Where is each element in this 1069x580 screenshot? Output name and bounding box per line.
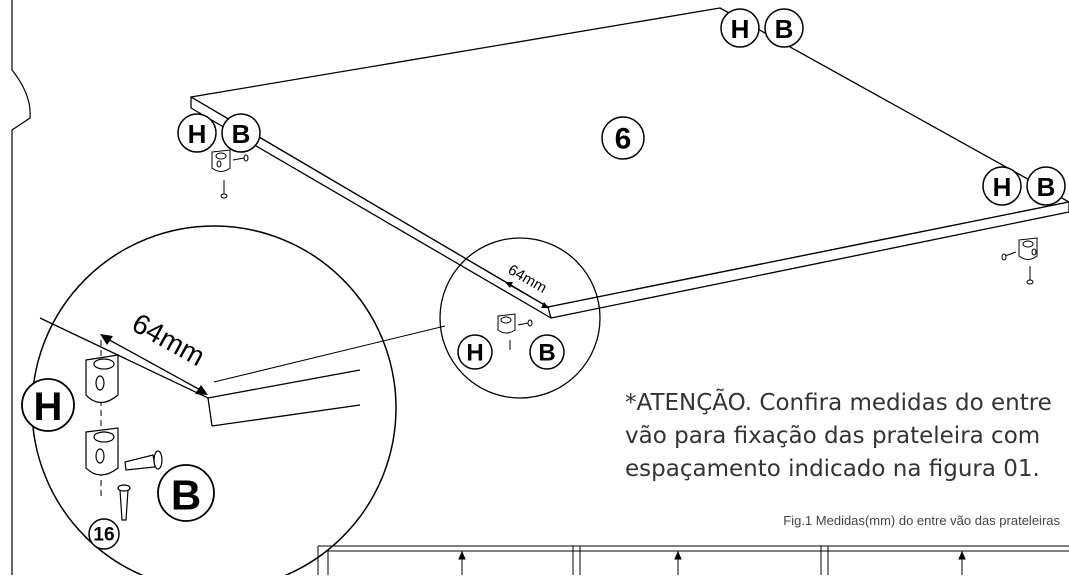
hb-label-top: H B [720, 8, 804, 48]
panel-number: 6 [615, 123, 632, 156]
bracket-label: H [993, 172, 1012, 202]
screw-label-large: B [171, 472, 201, 519]
screw-count-label: 16 [93, 525, 114, 546]
shelf-panel [190, 7, 1069, 319]
attention-note: *ATENÇÃO. Confira medidas do entre vão p… [625, 390, 1052, 482]
screw-label: B [538, 340, 555, 367]
bracket-label: H [466, 340, 483, 367]
hb-label-right: H B [982, 166, 1066, 206]
bracket-label: H [731, 14, 750, 44]
hb-label-left: H B [177, 113, 261, 153]
bracket-label-large: H [34, 385, 63, 429]
page-edge-line [11, 0, 31, 575]
screw-detail-icon [117, 450, 163, 521]
bracket-screw-icon-left [211, 149, 249, 199]
figure-caption: Fig.1 Medidas(mm) do entre vão das prate… [783, 513, 1060, 528]
screw-label: B [232, 119, 251, 149]
screw-label: B [775, 14, 794, 44]
figure-01-frame [317, 545, 1069, 575]
callout-connector [213, 325, 446, 383]
bracket-screw-icon-right [1001, 237, 1038, 285]
detail-circle-large: 64mm H B 16 [21, 225, 397, 580]
panel-number-badge: 6 [601, 116, 645, 160]
bracket-label: H [188, 119, 207, 149]
screw-label: B [1037, 172, 1056, 202]
distance-label-large: 64mm [127, 307, 210, 372]
bracket-detail-icon [85, 354, 119, 476]
